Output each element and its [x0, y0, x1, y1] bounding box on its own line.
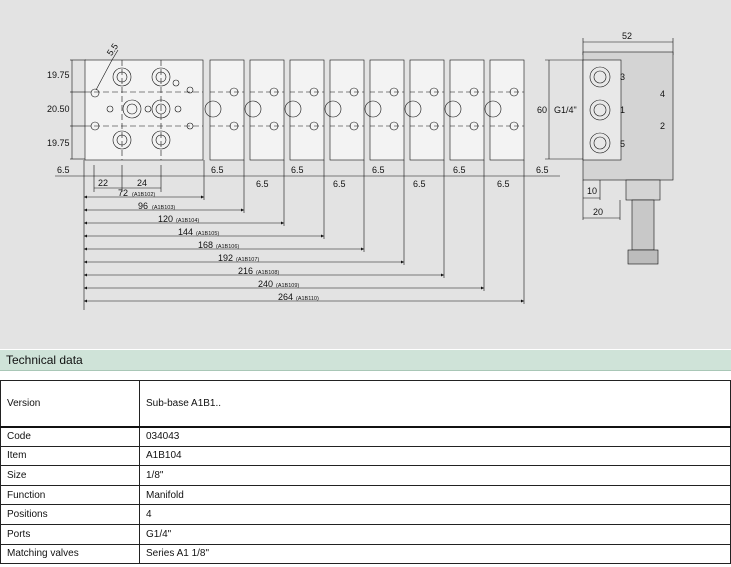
length-code: (A1B104): [176, 218, 199, 224]
length-code: (A1B102): [132, 192, 155, 198]
length-value: 144: [178, 227, 193, 237]
port-number-3: 3: [620, 72, 625, 82]
row-label: Matching valves: [0, 543, 140, 565]
port-number-4: 4: [660, 89, 665, 99]
row-value: A1B104: [139, 445, 731, 467]
row-value: 1/8": [139, 465, 731, 486]
dim-side-height: 60: [537, 105, 547, 115]
row-value: Manifold: [139, 484, 731, 506]
dim-spacing-5: 6.5: [333, 179, 346, 189]
port-thread-label: G1/4": [554, 105, 577, 115]
length-code: (A1B108): [256, 270, 279, 276]
dim-spacing-7: 6.5: [413, 179, 426, 189]
length-code: (A1B107): [236, 257, 259, 263]
dim-side-width: 52: [622, 31, 632, 41]
dim-spacing-3: 6.5: [256, 179, 269, 189]
row-label: Positions: [0, 504, 140, 525]
row-label: Code: [0, 426, 140, 447]
dim-pitch-24: 24: [137, 178, 147, 188]
end-block: [84, 59, 204, 161]
row-value: 034043: [139, 426, 731, 447]
dim-left-bottom: 19.75: [47, 138, 70, 148]
length-value: 120: [158, 214, 173, 224]
length-value: 192: [218, 253, 233, 263]
row-value: 4: [139, 504, 731, 525]
length-value: 168: [198, 240, 213, 250]
length-code: (A1B105): [196, 231, 219, 237]
length-value: 264: [278, 292, 293, 302]
port-number-2: 2: [660, 121, 665, 131]
dim-spacing-1: 6.5: [57, 165, 70, 175]
module-blocks: [204, 59, 525, 161]
hole-diameter-label: 5.5: [105, 42, 120, 58]
table-row-version: Version Sub-base A1B1..: [0, 380, 731, 427]
length-code: (A1B110): [296, 296, 319, 302]
dim-spacing-6: 6.5: [372, 165, 385, 175]
row-label: Function: [0, 484, 140, 506]
dim-left-mid: 20.50: [47, 104, 70, 114]
length-dimensions: 72(A1B102)96(A1B103)120(A1B104)144(A1B10…: [84, 160, 525, 304]
port-number-1: 1: [620, 105, 625, 115]
dim-pitch-22: 22: [98, 178, 108, 188]
length-code: (A1B103): [152, 205, 175, 211]
dim-spacing-4: 6.5: [291, 165, 304, 175]
length-value: 216: [238, 266, 253, 276]
version-label: Version: [0, 380, 140, 427]
length-value: 240: [258, 279, 273, 289]
version-value: Sub-base A1B1..: [139, 380, 731, 427]
section-title: Technical data: [0, 350, 731, 371]
length-value: 72: [118, 188, 128, 198]
row-value: G1/4": [139, 523, 731, 545]
row-value: Series A1 1/8": [139, 543, 731, 565]
side-view: 52 60 G1/4" 3 1 5 4 2 10 20: [537, 31, 674, 265]
dim-spacing-8: 6.5: [453, 165, 466, 175]
row-label: Size: [0, 465, 140, 486]
length-code: (A1B109): [276, 283, 299, 289]
dim-side-20: 20: [593, 207, 603, 217]
technical-drawing: 19.75 20.50 19.75 5.5: [0, 0, 731, 349]
length-value: 96: [138, 201, 148, 211]
dim-spacing-9: 6.5: [497, 179, 510, 189]
row-label: Ports: [0, 523, 140, 545]
dim-left-top: 19.75: [47, 70, 70, 80]
length-code: (A1B106): [216, 244, 239, 250]
drawing-svg: 19.75 20.50 19.75 5.5: [47, 31, 674, 310]
dim-spacing-2: 6.5: [211, 165, 224, 175]
svg-text:6.5: 6.5: [536, 165, 549, 175]
port-number-5: 5: [620, 139, 625, 149]
dim-side-10: 10: [587, 186, 597, 196]
row-label: Item: [0, 445, 140, 467]
